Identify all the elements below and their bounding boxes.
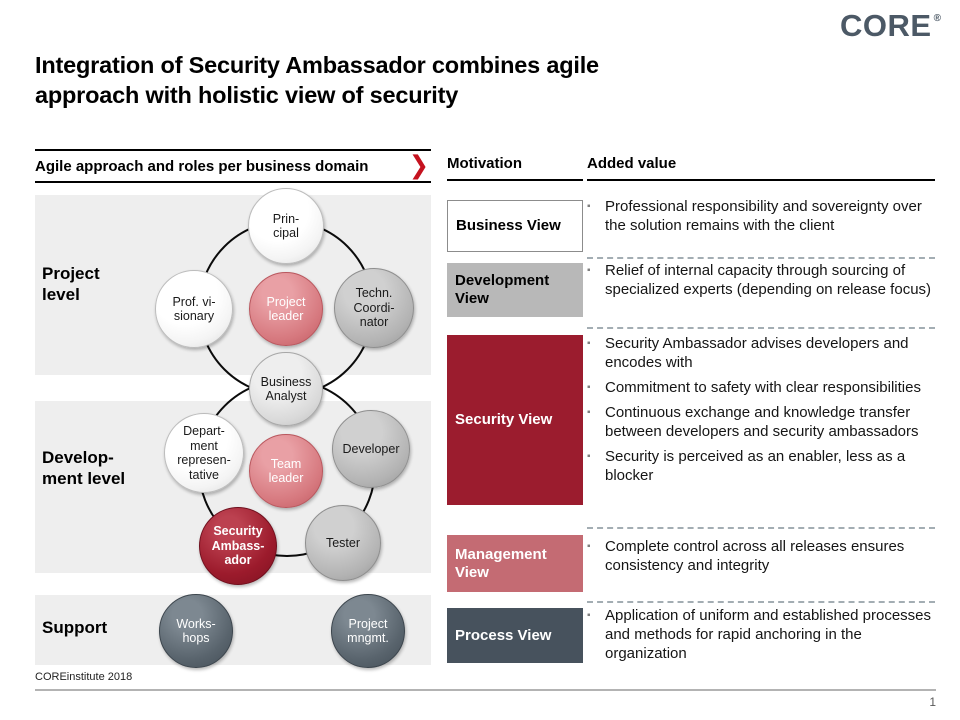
support-node-workshops: Works- hops	[159, 594, 233, 668]
bullet-item: ▪Continuous exchange and knowledge trans…	[587, 404, 919, 440]
registered-mark-icon: ®	[933, 12, 942, 24]
role-node-project-leader: Project leader	[249, 272, 323, 346]
bullet-item: ▪Relief of internal capacity through sou…	[587, 262, 932, 298]
core-logo: CORE®	[840, 8, 942, 44]
bullets-process: ▪Application of uniform and established …	[587, 606, 937, 669]
view-box-business: Business View	[447, 200, 583, 252]
logo-text: CORE	[840, 8, 932, 43]
chevron-right-icon: ❯	[408, 151, 429, 180]
footer-credit: COREinstitute 2018	[35, 671, 133, 683]
footer-divider	[35, 689, 936, 691]
square-bullet-icon: ▪	[587, 338, 591, 349]
role-node-tester: Tester	[305, 505, 381, 581]
role-node-principal: Prin- cipal	[248, 188, 324, 264]
bullet-item: ▪Complete control across all releases en…	[587, 538, 905, 574]
column-header-motivation: Motivation	[447, 155, 522, 172]
added-value-underline	[587, 179, 935, 181]
view-box-process: Process View	[447, 608, 583, 663]
square-bullet-icon: ▪	[587, 265, 591, 276]
view-box-security: Security View	[447, 335, 583, 505]
bullet-item: ▪Commitment to safety with clear respons…	[587, 379, 921, 396]
bullets-security: ▪Security Ambassador advises developers …	[587, 334, 937, 491]
project-level-label: Project level	[42, 264, 100, 304]
diagram-section-title: Agile approach and roles per business do…	[35, 157, 369, 175]
development-level-label: Develop- ment level	[42, 448, 126, 488]
bullet-item: ▪Security Ambassador advises developers …	[587, 335, 909, 371]
diagram-section-header: Agile approach and roles per business do…	[35, 149, 431, 183]
square-bullet-icon: ▪	[587, 541, 591, 552]
dashed-separator	[587, 601, 935, 603]
page-number: 1	[929, 695, 936, 709]
square-bullet-icon: ▪	[587, 451, 591, 462]
bullet-item: ▪Security is perceived as an enabler, le…	[587, 448, 906, 484]
bullet-item: ▪Professional responsibility and soverei…	[587, 198, 922, 234]
bullets-business: ▪Professional responsibility and soverei…	[587, 197, 937, 241]
role-node-prof-visionary: Prof. vi- sionary	[155, 270, 233, 348]
role-node-security-ambassador: Security Ambass- ador	[199, 507, 277, 585]
square-bullet-icon: ▪	[587, 407, 591, 418]
view-box-development: Development View	[447, 263, 583, 317]
column-header-added-value: Added value	[587, 155, 677, 172]
dashed-separator	[587, 327, 935, 329]
square-bullet-icon: ▪	[587, 610, 591, 621]
role-node-business-analyst: Business Analyst	[249, 352, 323, 426]
role-node-techn-coordinator: Techn. Coordi- nator	[334, 268, 414, 348]
role-node-department-representative: Depart- ment represen- tative	[164, 413, 244, 493]
support-node-project-mngmt: Project mngmt.	[331, 594, 405, 668]
role-node-team-leader: Team leader	[249, 434, 323, 508]
dashed-separator	[587, 527, 935, 529]
role-node-developer: Developer	[332, 410, 410, 488]
bullets-management: ▪Complete control across all releases en…	[587, 537, 937, 581]
square-bullet-icon: ▪	[587, 201, 591, 212]
motivation-underline	[447, 179, 583, 181]
square-bullet-icon: ▪	[587, 382, 591, 393]
slide-title: Integration of Security Ambassador combi…	[35, 52, 599, 108]
bullet-item: ▪Application of uniform and established …	[587, 607, 932, 662]
bullets-development: ▪Relief of internal capacity through sou…	[587, 261, 937, 305]
view-box-management: Management View	[447, 535, 583, 592]
dashed-separator	[587, 257, 935, 259]
support-label: Support	[42, 618, 108, 637]
